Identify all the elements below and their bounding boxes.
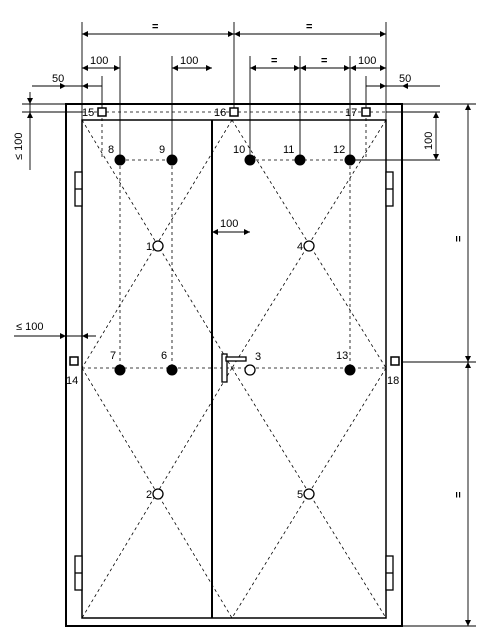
inner-frame [81, 119, 387, 619]
point-label-5: 5 [297, 489, 303, 501]
point-labels: 1 2 3 4 5 6 7 8 9 10 11 12 13 14 15 16 1… [66, 107, 399, 501]
dim-equal-right: = [306, 21, 312, 33]
point-label-18: 18 [387, 375, 399, 387]
point-9-marker [166, 154, 178, 166]
point-18-marker [390, 356, 400, 366]
point-label-11: 11 [283, 144, 294, 156]
point-label-2: 2 [146, 489, 152, 501]
point-label-6: 6 [161, 350, 167, 362]
door-handle [221, 353, 247, 383]
point-label-15: 15 [82, 107, 94, 119]
point-label-10: 10 [233, 144, 245, 156]
point-12-marker [344, 154, 356, 166]
dim-max-100-edge: ≤ 100 [16, 321, 43, 333]
point-label-13: 13 [336, 350, 348, 362]
dim-equal-d: = [321, 55, 327, 67]
point-8-marker [114, 154, 126, 166]
dim-50-left: 50 [52, 73, 64, 85]
dim-100-e: 100 [358, 55, 376, 67]
dim-max-100-vertical: ≤ 100 [13, 133, 25, 160]
point-1-marker [152, 240, 164, 252]
dim-equal-vertical-bottom: = [453, 492, 465, 498]
dim-100-a: 100 [90, 55, 108, 67]
point-5-marker [303, 488, 315, 500]
point-label-17: 17 [345, 107, 357, 119]
point-6-marker [166, 364, 178, 376]
dimension-labels: = = 100 100 = = 100 50 50 100 ≤ 100 ≤ 10… [13, 21, 465, 498]
square-points [69, 107, 400, 366]
point-4-marker [303, 240, 315, 252]
dim-equal-c: = [271, 55, 277, 67]
dim-100-centre: 100 [220, 218, 238, 230]
dashed-grid [81, 111, 387, 619]
point-label-1: 1 [146, 241, 152, 253]
point-11-marker [294, 154, 306, 166]
filled-points [114, 154, 356, 376]
dim-100-b: 100 [180, 55, 198, 67]
point-7-marker [114, 364, 126, 376]
point-14-marker [69, 356, 79, 366]
point-15-marker [97, 107, 107, 117]
point-label-14: 14 [66, 375, 78, 387]
point-17-marker [361, 107, 371, 117]
point-label-4: 4 [297, 241, 303, 253]
dimension-arrows [27, 31, 471, 626]
hinges [74, 171, 394, 591]
point-label-12: 12 [333, 144, 345, 156]
point-2-marker [152, 488, 164, 500]
point-10-marker [244, 154, 256, 166]
point-label-3: 3 [255, 351, 261, 363]
point-16-marker [229, 107, 239, 117]
dim-equal-vertical-top: = [453, 236, 465, 242]
dim-equal-left: = [152, 21, 158, 33]
dim-100-vertical-right: 100 [423, 132, 435, 150]
dim-50-right: 50 [399, 73, 411, 85]
point-label-7: 7 [110, 350, 116, 362]
point-13-marker [344, 364, 356, 376]
point-label-16: 16 [214, 107, 226, 119]
point-label-9: 9 [159, 144, 165, 156]
open-points [152, 240, 315, 500]
point-3-marker [244, 364, 256, 376]
point-label-8: 8 [108, 144, 114, 156]
